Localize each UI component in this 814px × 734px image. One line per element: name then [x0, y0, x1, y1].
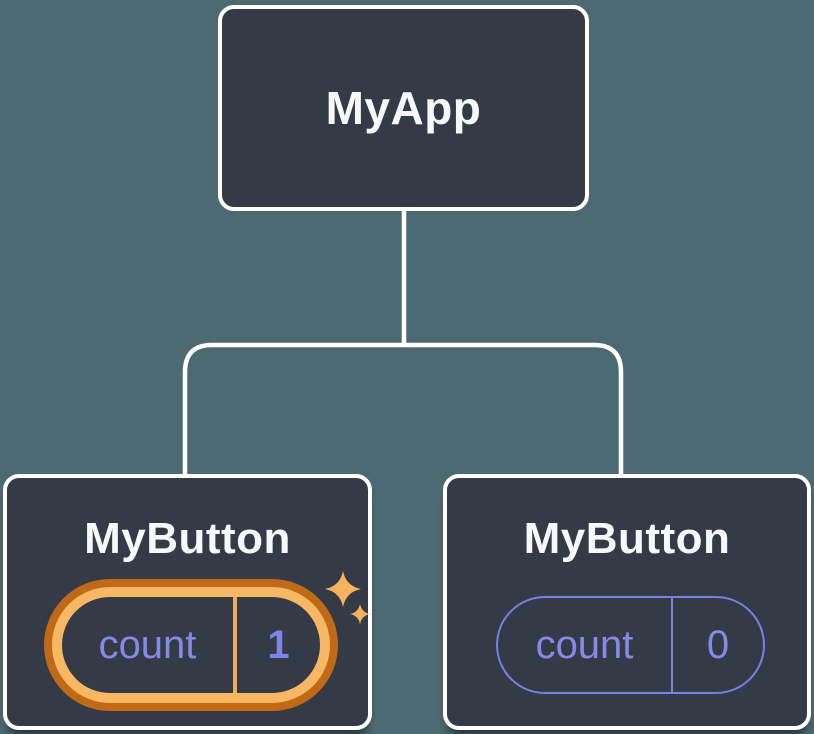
state-pill-plain: count 0 [496, 596, 765, 694]
state-pill-divider [233, 597, 237, 693]
node-mybutton-right: MyButton count 0 [443, 474, 811, 730]
state-value: 0 [706, 622, 730, 667]
state-pill-divider [671, 598, 673, 692]
state-value: 1 [267, 622, 290, 667]
state-key: count [535, 622, 634, 667]
node-myapp: MyApp [218, 5, 589, 211]
state-key: count [98, 622, 197, 667]
node-mybutton-left: MyButton count 1 [3, 474, 372, 730]
node-mybutton-left-label: MyButton [84, 514, 291, 563]
sparkles-icon [325, 571, 370, 624]
node-myapp-label: MyApp [325, 82, 482, 134]
node-mybutton-right-label: MyButton [523, 514, 731, 563]
state-pill-highlighted: count 1 [52, 587, 330, 703]
